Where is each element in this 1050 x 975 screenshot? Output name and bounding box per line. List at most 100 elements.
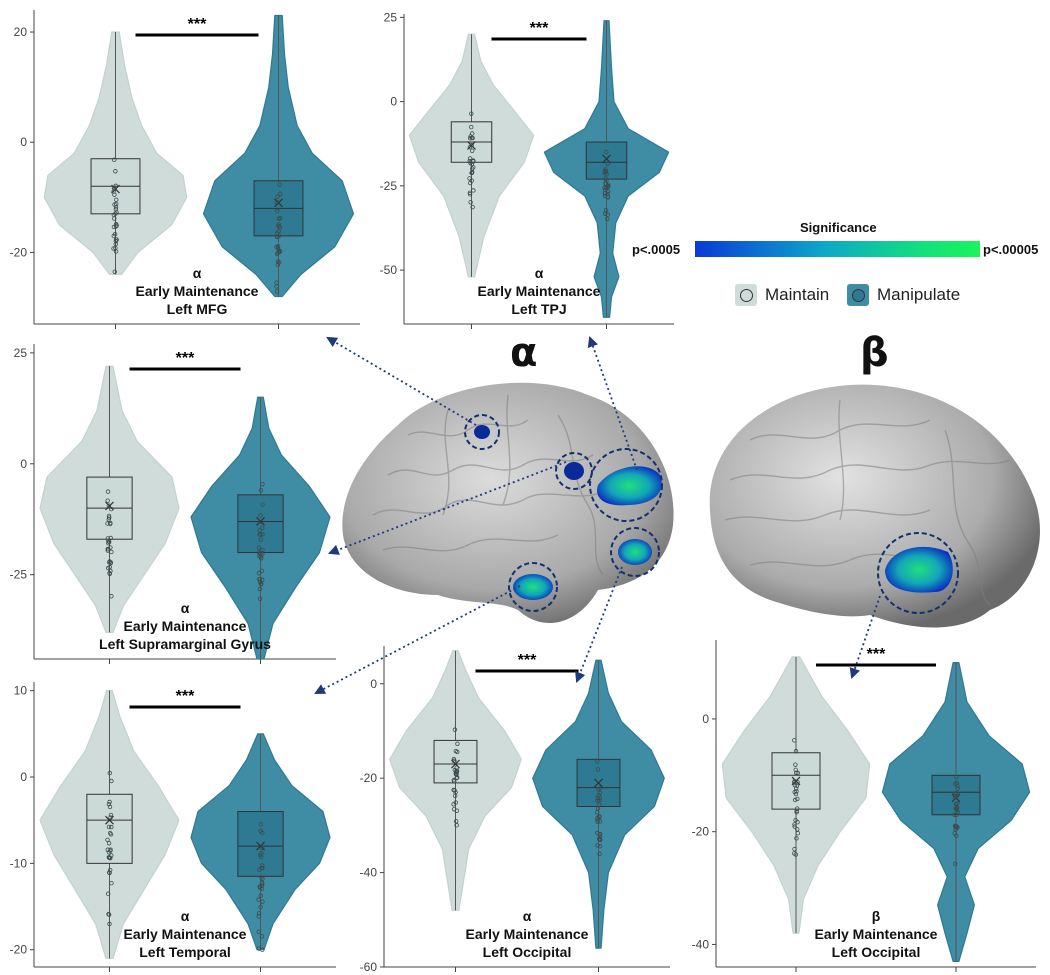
data-point [793, 791, 799, 797]
y-tick-label: 0 [702, 712, 709, 726]
data-point [452, 727, 458, 732]
data-point [274, 199, 279, 205]
data-point [108, 832, 114, 837]
data-point [602, 185, 607, 190]
data-point [108, 815, 113, 820]
data-point [258, 537, 263, 542]
y-tick-label: -20 [10, 943, 28, 957]
data-point [260, 547, 265, 553]
data-point [256, 929, 262, 935]
data-point [106, 513, 112, 519]
caption-band: α [181, 908, 190, 924]
data-point [111, 246, 116, 251]
data-point [111, 233, 117, 239]
data-point [105, 498, 110, 503]
data-point [793, 749, 799, 754]
data-point [256, 914, 261, 919]
data-point [105, 536, 111, 541]
data-point [258, 488, 264, 493]
data-point [795, 770, 800, 776]
legend-manipulate: Manipulate [847, 284, 960, 306]
y-tick-label: -40 [360, 866, 378, 880]
activation-temporal [513, 574, 553, 600]
data-point [952, 794, 958, 800]
data-point [605, 216, 610, 221]
data-point [602, 170, 607, 176]
data-point [954, 780, 959, 785]
y-tick-label: 0 [370, 677, 377, 691]
data-point [605, 191, 610, 197]
data-point [794, 770, 799, 776]
data-point [954, 805, 959, 810]
data-point [595, 843, 600, 848]
data-point [114, 210, 119, 215]
activation-occipital [618, 539, 652, 565]
data-point [105, 891, 111, 896]
significance-stars: *** [188, 16, 207, 33]
mean-marker [256, 517, 265, 526]
data-point [113, 245, 118, 251]
data-point [955, 810, 960, 815]
data-point [259, 875, 264, 880]
caption-region: Left Temporal [139, 944, 231, 960]
data-point [259, 934, 265, 939]
data-point [113, 183, 118, 189]
data-point [597, 851, 602, 857]
data-point [451, 756, 457, 762]
data-point [597, 844, 603, 849]
data-point [595, 767, 601, 772]
data-point [105, 521, 110, 526]
sig-low-label: p<.0005 [632, 242, 681, 257]
data-point [469, 135, 475, 141]
y-tick-label: -25 [380, 179, 398, 193]
data-point [597, 814, 602, 820]
data-point [455, 741, 460, 747]
caption-region: Left TPJ [511, 301, 566, 317]
data-point [106, 912, 112, 917]
y-tick-label: 20 [14, 25, 28, 39]
data-point [109, 853, 114, 858]
activation-tpj [597, 466, 662, 506]
activation-occipital-beta [885, 546, 953, 593]
y-tick-label: 0 [390, 95, 397, 109]
caption-phase: Early Maintenance [124, 618, 247, 634]
data-point [596, 793, 601, 798]
data-point [256, 911, 262, 916]
data-point [256, 897, 261, 902]
mean-marker [594, 778, 603, 788]
caption-region: Left Occipital [832, 944, 921, 960]
data-point [952, 812, 957, 818]
data-point [454, 808, 460, 813]
mean-marker [467, 140, 476, 150]
data-point [606, 182, 611, 187]
data-point [274, 289, 280, 294]
data-point [260, 863, 265, 868]
data-point [106, 503, 112, 508]
data-point [952, 861, 958, 867]
legend-maintain: Maintain [735, 284, 829, 306]
data-point [595, 817, 600, 822]
mean-marker [256, 841, 265, 851]
caption-phase: Early Maintenance [136, 283, 259, 299]
data-point [258, 513, 263, 518]
brain-beta-left [709, 384, 1040, 628]
data-point [792, 738, 797, 743]
data-point [275, 230, 280, 236]
data-point [794, 836, 799, 841]
significance-colorbar [695, 241, 980, 257]
data-point [955, 801, 960, 806]
data-point [793, 767, 798, 773]
data-point [597, 798, 602, 803]
data-point [258, 828, 263, 834]
legend-maintain-label: Maintain [765, 285, 830, 304]
data-point [467, 191, 473, 197]
significance-stars: *** [530, 20, 549, 37]
data-point [278, 191, 283, 196]
y-tick-label: -20 [692, 825, 710, 839]
data-point [793, 817, 798, 823]
